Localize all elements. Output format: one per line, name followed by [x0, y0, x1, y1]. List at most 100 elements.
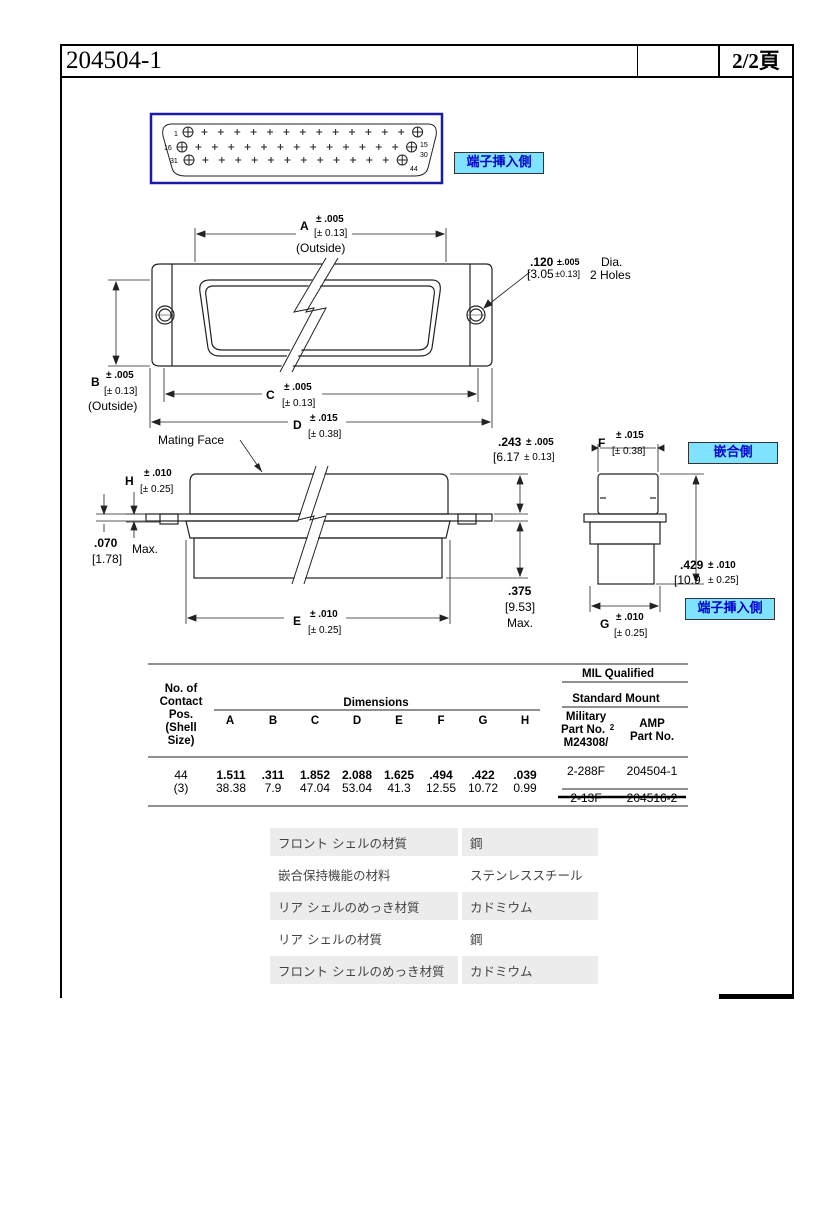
th-mil-qualified: MIL Qualified: [582, 668, 654, 680]
pin-mark: [392, 144, 399, 150]
td-inch-d: 2.088: [342, 768, 372, 782]
pin-mark: [268, 157, 274, 163]
th-military-sup: 2: [610, 723, 615, 732]
td-mm-g: 10.72: [468, 781, 498, 795]
pin-mark: [277, 144, 284, 150]
th-contacts-5: Size): [168, 735, 195, 747]
th-dim-g: G: [479, 715, 488, 727]
dim-a-tol: ± .005: [316, 214, 344, 225]
dim-243-mm: [6.17: [493, 450, 520, 464]
td-military-part: 2-288F: [567, 764, 605, 778]
pin-mark: [261, 144, 267, 150]
spec-row: リア シェルのめっき材質 カドミウム: [270, 892, 598, 920]
dim-b-label: B: [91, 375, 100, 389]
jack-post-symbol: [176, 141, 188, 153]
pin-mark: [244, 144, 251, 150]
pin-layout-outline: [162, 123, 437, 177]
pin-mark: [217, 129, 224, 135]
pin-mark: [293, 144, 300, 150]
pin-mark: [343, 144, 349, 150]
dim-429: .429: [680, 558, 704, 572]
pin-mark: [333, 157, 340, 163]
pin-mark: [228, 144, 235, 150]
hole-mm: [3.05: [527, 267, 554, 281]
dimensions-table: No. of Contact Pos. (Shell Size) Dimensi…: [148, 663, 688, 807]
hole-mm-tol: ±0.13]: [555, 269, 580, 279]
td-inch-h: .039: [513, 768, 537, 782]
pin-mark: [218, 157, 225, 163]
dim-a-label: A: [300, 219, 309, 233]
pin-mark: [350, 157, 356, 163]
dim-243: .243: [498, 435, 522, 449]
dim-375-mm: [9.53]: [505, 600, 535, 614]
spec-row: フロント シェルの材質 鋼: [270, 828, 598, 856]
pin-label-15: 15: [420, 142, 428, 149]
pin-layout-frame: [149, 112, 444, 185]
end-dimension-lines: [589, 444, 704, 612]
td-inch-c: 1.852: [300, 768, 330, 782]
th-dim-f: F: [437, 715, 444, 727]
dim-c-label: C: [266, 388, 275, 402]
tag-contact-insert-side-top: 端子挿入側: [454, 152, 544, 174]
dim-d-tol-mm: [± 0.38]: [308, 429, 342, 440]
td-inch-a: 1.511: [216, 768, 246, 782]
dim-e-tol: ± .010: [310, 609, 338, 620]
end-view: [583, 473, 667, 585]
spec-value: 鋼: [462, 828, 598, 856]
hole-tol: ±.005: [557, 257, 579, 267]
front-view: [151, 263, 493, 367]
pin-mark: [267, 129, 273, 135]
pin-label-30: 30: [420, 152, 428, 159]
material-spec-table: フロント シェルの材質 鋼 嵌合保持機能の材料 ステンレススチール リア シェル…: [270, 824, 598, 988]
header-blank-cell: [638, 46, 720, 76]
th-military-1: Military: [566, 711, 607, 723]
dim-070-max: Max.: [132, 542, 158, 556]
th-amp-2: Part No.: [630, 731, 674, 743]
jack-post-symbol: [412, 126, 424, 138]
dim-b-tol: ± .005: [106, 370, 134, 381]
td-inch-e: 1.625: [384, 768, 414, 782]
spec-value: カドミウム: [462, 956, 598, 984]
pin-mark: [316, 129, 323, 135]
pin-mark: [365, 129, 372, 135]
spec-value: 鋼: [470, 931, 483, 947]
side-dimension-lines: [96, 473, 528, 624]
dim-g-label: G: [600, 617, 609, 631]
td-shell: (3): [174, 781, 189, 795]
th-dim-h: H: [521, 715, 529, 727]
pin-mark: [382, 157, 389, 163]
pin-mark: [195, 144, 202, 150]
pin-mark: [235, 157, 242, 163]
dim-375-max: Max.: [507, 616, 533, 630]
th-military-3: M24308/: [564, 737, 610, 749]
pin-grid: [176, 126, 424, 166]
dim-h-label: H: [125, 474, 134, 488]
pin-mark: [381, 129, 388, 135]
dim-b-tol-mm: [± 0.13]: [104, 386, 138, 397]
dim-h-tol-mm: [± 0.25]: [140, 484, 174, 495]
hole-count: 2 Holes: [590, 268, 631, 282]
jack-post-symbol: [183, 154, 195, 166]
pin-mark: [326, 144, 333, 150]
spec-row: 嵌合保持機能の材料 ステンレススチール: [270, 860, 598, 888]
pin-mark: [201, 129, 208, 135]
table-rules: [148, 663, 688, 807]
dim-f-tol-mm: [± 0.38]: [612, 446, 646, 457]
dim-a-note: (Outside): [296, 241, 345, 255]
pin-label-1: 1: [174, 131, 178, 138]
dim-g-tol-mm: [± 0.25]: [614, 628, 648, 639]
dim-243-mm-tol: ± 0.13]: [524, 452, 555, 463]
side-break-mask: [293, 464, 328, 586]
side-break-lines: [291, 465, 329, 585]
pin-mark: [202, 157, 209, 163]
spec-value: ステンレススチール: [470, 867, 583, 883]
td-mm-c: 47.04: [300, 781, 330, 795]
pin-mark: [300, 157, 307, 163]
td-mm-d: 53.04: [342, 781, 372, 795]
dim-070: .070: [94, 536, 118, 550]
mating-face-arrow: [254, 463, 262, 472]
pin-label-31: 31: [170, 158, 178, 165]
pin-mark: [211, 144, 218, 150]
dim-a-tol-mm: [± 0.13]: [314, 228, 348, 239]
page-frame: [60, 44, 794, 998]
